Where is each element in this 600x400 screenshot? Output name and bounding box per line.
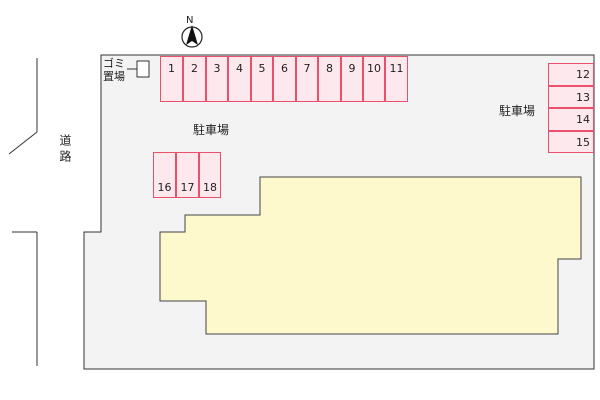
- parking-bay: 15: [548, 131, 594, 153]
- parking-bay: 14: [548, 108, 594, 131]
- road-edge-bend: [8, 131, 38, 155]
- parking-bay: 11: [385, 56, 408, 102]
- parking-bay: 1: [160, 56, 183, 102]
- parking-bay: 7: [296, 56, 318, 102]
- north-label: N: [186, 15, 194, 26]
- parking-bay: 18: [199, 152, 221, 198]
- parking-bay: 4: [228, 56, 251, 102]
- garbage-label-line1: ゴミ: [103, 57, 125, 70]
- parking-bay: 17: [176, 152, 199, 198]
- garbage-area: [136, 60, 150, 78]
- parking-bay: 2: [183, 56, 206, 102]
- parking-bay: 12: [548, 63, 594, 86]
- parking-bay: 6: [273, 56, 296, 102]
- parking-bay: 16: [153, 152, 176, 198]
- garbage-label-line2: 置場: [103, 70, 125, 83]
- parking-label-left: 駐車場: [193, 123, 230, 137]
- parking-bay: 8: [318, 56, 341, 102]
- parking-bay: 9: [341, 56, 363, 102]
- parking-bay: 3: [206, 56, 228, 102]
- parking-bay: 10: [363, 56, 385, 102]
- road-label: 道路: [58, 134, 72, 166]
- parking-bay: 5: [251, 56, 273, 102]
- building-footprint: [159, 176, 582, 335]
- north-arrow-icon: [181, 25, 203, 48]
- parking-label-right: 駐車場: [499, 104, 536, 118]
- parking-bay: 13: [548, 86, 594, 108]
